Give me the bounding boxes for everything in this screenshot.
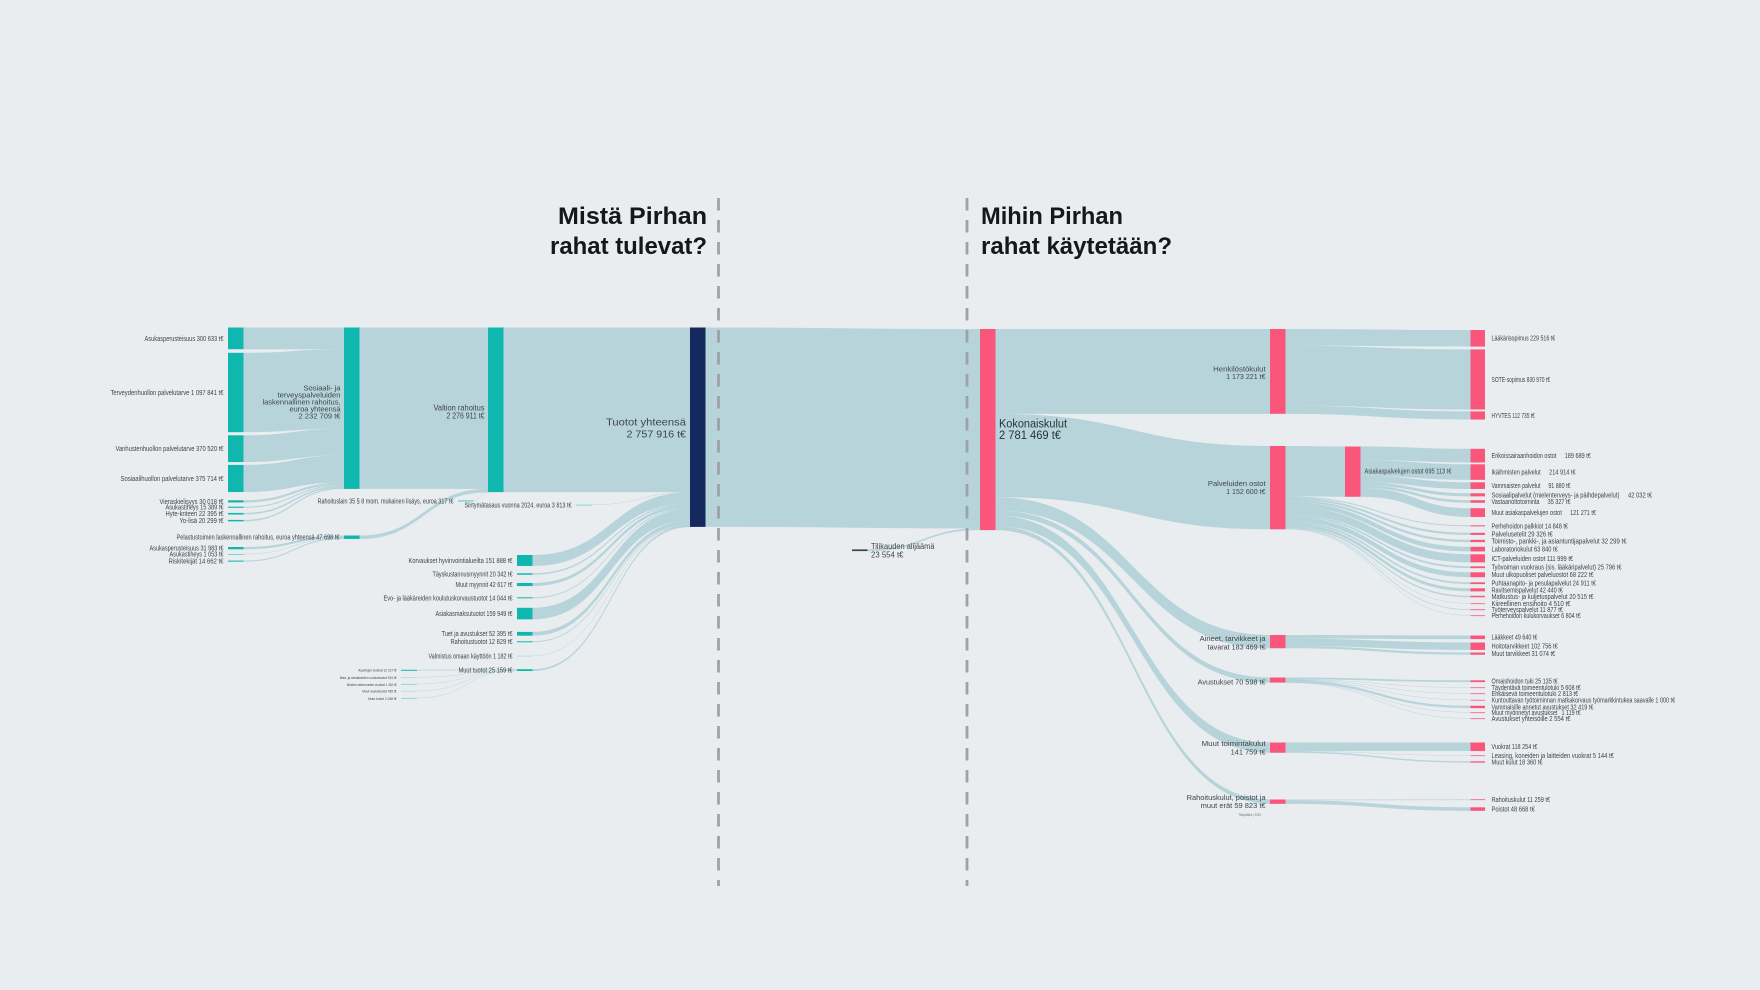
svg-text:Hyte-kriteeri 22 395 t€: Hyte-kriteeri 22 395 t€ <box>166 511 224 518</box>
svg-text:Tuet ja avustukset 52 395 t€: Tuet ja avustukset 52 395 t€ <box>442 631 513 638</box>
svg-text:Tilikauden alijäämä: Tilikauden alijäämä <box>871 542 935 551</box>
svg-text:Rahoituskulut, poistot ja: Rahoituskulut, poistot ja <box>1187 793 1267 802</box>
svg-text:ICT-palveluiden ostot 111 999: ICT-palveluiden ostot 111 999 t€ <box>1492 556 1574 563</box>
svg-text:2 232 709 t€: 2 232 709 t€ <box>299 411 341 420</box>
svg-text:laskennallinen rahoitus,: laskennallinen rahoitus, <box>263 398 341 407</box>
svg-text:Toimisto-, pankki-, ja asiantu: Toimisto-, pankki-, ja asiantuntijapalve… <box>1492 538 1627 545</box>
svg-text:Asiakaspalvelujen ostot 695 11: Asiakaspalvelujen ostot 695 113 t€ <box>1365 469 1452 476</box>
svg-text:Leasing, koneiden ja laitteide: Leasing, koneiden ja laitteiden vuokrat … <box>1492 753 1614 760</box>
svg-text:Muut tuotot 25 159 t€: Muut tuotot 25 159 t€ <box>459 668 513 675</box>
svg-text:1 173 221 t€: 1 173 221 t€ <box>1226 372 1266 381</box>
svg-text:2 757 916 t€: 2 757 916 t€ <box>627 430 687 441</box>
svg-text:euroa yhteensä: euroa yhteensä <box>290 404 341 413</box>
svg-text:Muut kulut 18 360 t€: Muut kulut 18 360 t€ <box>1492 759 1543 766</box>
svg-text:Vammaisten palvelut 91 880 t: Vammaisten palvelut 91 880 t€ <box>1492 483 1571 490</box>
svg-text:rahat tulevat?: rahat tulevat? <box>550 233 707 260</box>
svg-text:2 781 469 t€: 2 781 469 t€ <box>999 430 1062 442</box>
svg-text:Ehkäisevä toimeentulotuki 2 81: Ehkäisevä toimeentulotuki 2 813 t€ <box>1492 691 1579 698</box>
svg-text:Asuntojen vuokrat 12 157 t€: Asuntojen vuokrat 12 157 t€ <box>358 668 397 673</box>
svg-text:rahat käytetään?: rahat käytetään? <box>981 233 1172 260</box>
svg-text:2 276 911 t€: 2 276 911 t€ <box>447 412 485 421</box>
svg-text:terveyspalveluiden: terveyspalveluiden <box>278 391 341 400</box>
svg-text:Asukasperusteisuus 31 983 t€: Asukasperusteisuus 31 983 t€ <box>150 546 224 553</box>
svg-text:Puhtaanapito- ja pesulapalvelu: Puhtaanapito- ja pesulapalvelut 24 911 t… <box>1492 581 1597 588</box>
svg-text:Muiden rakennusten vuokrat 1 4: Muiden rakennusten vuokrat 1 432 t€ <box>347 682 397 687</box>
svg-text:Terveydenhuollon palvelutarve: Terveydenhuollon palvelutarve 1 097 841 … <box>111 390 224 397</box>
svg-text:Mistä Pirhan: Mistä Pirhan <box>558 203 707 230</box>
svg-text:1 152 600 t€: 1 152 600 t€ <box>1226 487 1266 496</box>
svg-text:Ikäihmisten palvelut 214 914: Ikäihmisten palvelut 214 914 t€ <box>1492 470 1576 477</box>
svg-text:Lääkärisopimus 229 516 t€: Lääkärisopimus 229 516 t€ <box>1492 336 1556 343</box>
svg-text:Rahoitustuotot 12 829 t€: Rahoitustuotot 12 829 t€ <box>451 639 513 646</box>
svg-text:Perhehoidon kulukorvaukset 6 8: Perhehoidon kulukorvaukset 6 804 t€ <box>1492 613 1581 620</box>
svg-text:Kokonaiskulut: Kokonaiskulut <box>999 418 1068 430</box>
svg-text:Täydentävä toimeentulotuki 5 6: Täydentävä toimeentulotuki 5 608 t€ <box>1492 685 1581 692</box>
svg-text:Poistot 48 668 t€: Poistot 48 668 t€ <box>1492 807 1535 814</box>
svg-text:Palvelusetelit 29 326 t€: Palvelusetelit 29 326 t€ <box>1492 531 1553 538</box>
svg-text:Vieraskielisyys 30 018 t€: Vieraskielisyys 30 018 t€ <box>160 499 224 506</box>
svg-text:Asiakasmaksutuotot 159 949 t€: Asiakasmaksutuotot 159 949 t€ <box>436 611 513 618</box>
svg-text:Kiireellinen ensihoito 4 510 t: Kiireellinen ensihoito 4 510 t€ <box>1492 601 1571 608</box>
svg-text:Hoitotarvikkeet 102 756 t€: Hoitotarvikkeet 102 756 t€ <box>1492 644 1558 651</box>
svg-text:Muut ulkopuoliset palveluostot: Muut ulkopuoliset palveluostot 68 222 t€ <box>1492 572 1594 579</box>
svg-text:Maa- ja vesialueiden vuokratuo: Maa- ja vesialueiden vuokratuotot 919 t€ <box>340 675 397 680</box>
svg-text:Korvaukset hyvinvointialueilta: Korvaukset hyvinvointialueilta 151 888 t… <box>409 558 513 565</box>
svg-text:tavarat 183 469 t€: tavarat 183 469 t€ <box>1208 642 1267 651</box>
svg-text:Perhehoidon palkkiot 14 848 t€: Perhehoidon palkkiot 14 848 t€ <box>1492 523 1569 530</box>
svg-text:Muut myynnit 42 617 t€: Muut myynnit 42 617 t€ <box>456 582 513 589</box>
svg-text:Aineet, tarvikkeet ja: Aineet, tarvikkeet ja <box>1200 634 1267 643</box>
svg-text:Matkustus- ja kuljetuspalvelut: Matkustus- ja kuljetuspalvelut 20 515 t€ <box>1492 594 1594 601</box>
svg-text:Vastaanottotoiminta 35 327 t: Vastaanottotoiminta 35 327 t€ <box>1492 499 1571 506</box>
svg-text:Täyskustannusmyynnit 20 342 t€: Täyskustannusmyynnit 20 342 t€ <box>433 572 513 579</box>
svg-text:Avustukset yhteisöille 2 554 t: Avustukset yhteisöille 2 554 t€ <box>1492 716 1571 723</box>
svg-text:Evo- ja lääkäreiden koulutusko: Evo- ja lääkäreiden koulutuskorvaustuoto… <box>384 595 513 602</box>
svg-text:Valmistus omaan käyttöön 1 182: Valmistus omaan käyttöön 1 182 t€ <box>429 654 513 661</box>
svg-text:Kuntouttavan työtoiminnan matk: Kuntouttavan työtoiminnan matkakorvaus t… <box>1492 698 1676 705</box>
svg-text:Siirtymätasaus vuonna 2024, eu: Siirtymätasaus vuonna 2024, euroa 3 813 … <box>465 503 572 510</box>
svg-text:141 759 t€: 141 759 t€ <box>1231 747 1267 756</box>
svg-text:Sosiaali- ja: Sosiaali- ja <box>304 384 341 393</box>
svg-text:Työterveyspalvelut 11 877 t€: Työterveyspalvelut 11 877 t€ <box>1492 607 1563 614</box>
svg-text:Muut tarvikkeet 31 074 t€: Muut tarvikkeet 31 074 t€ <box>1492 651 1556 658</box>
svg-text:Laboratoriokulut 63 840 t€: Laboratoriokulut 63 840 t€ <box>1492 547 1558 554</box>
svg-text:Tilinpäätös | 2023: Tilinpäätös | 2023 <box>1239 813 1262 817</box>
svg-text:Lääkkeet 49 640 t€: Lääkkeet 49 640 t€ <box>1492 635 1538 642</box>
svg-text:Asukasperusteisuus 300 633 t€: Asukasperusteisuus 300 633 t€ <box>145 336 224 343</box>
svg-text:Sosiaalihuollon palvelutarve 3: Sosiaalihuollon palvelutarve 375 714 t€ <box>121 476 224 483</box>
svg-text:Riskitekijät 14 662 t€: Riskitekijät 14 662 t€ <box>169 559 224 566</box>
svg-text:Pelastustoimen laskennallinen: Pelastustoimen laskennallinen rahoitus, … <box>177 535 340 542</box>
svg-text:Omaishoidon tuki 25 135 t€: Omaishoidon tuki 25 135 t€ <box>1492 679 1558 686</box>
svg-text:Muut asiakaspalvelujen ostot: Muut asiakaspalvelujen ostot 121 271 t€ <box>1492 510 1597 517</box>
svg-text:Avustukset 70 598 t€: Avustukset 70 598 t€ <box>1198 677 1267 686</box>
svg-text:Vanhustenhuollon palvelutarve: Vanhustenhuollon palvelutarve 370 520 t€ <box>116 446 224 453</box>
svg-text:Valtion rahoitus: Valtion rahoitus <box>434 404 485 413</box>
svg-text:Mihin Pirhan: Mihin Pirhan <box>981 203 1123 230</box>
svg-text:SOTE-sopimus 830 970 t€: SOTE-sopimus 830 970 t€ <box>1492 377 1551 384</box>
svg-text:Vammaisille annetut avustukset: Vammaisille annetut avustukset 32 419 t€ <box>1492 704 1594 711</box>
svg-text:Rahoituskulut 11 259 t€: Rahoituskulut 11 259 t€ <box>1492 797 1551 804</box>
svg-text:Palveluiden ostot: Palveluiden ostot <box>1208 479 1267 488</box>
svg-text:Sosiaalipalvelut (mielentervey: Sosiaalipalvelut (mielenterveys- ja päih… <box>1492 492 1653 499</box>
svg-text:HYVTES 112 735 t€: HYVTES 112 735 t€ <box>1492 413 1535 420</box>
svg-text:Muut tuotot 2 038 t€: Muut tuotot 2 038 t€ <box>368 696 397 701</box>
svg-text:Työvoiman vuokraus (sis. lääkä: Työvoiman vuokraus (sis. lääkäripalvelut… <box>1492 565 1622 572</box>
svg-text:Ravitsemispalvelut 42 440 t€: Ravitsemispalvelut 42 440 t€ <box>1492 587 1563 594</box>
svg-text:Asukastiheys 1 053 t€: Asukastiheys 1 053 t€ <box>170 552 224 559</box>
svg-text:Yo-lisä 20 299 t€: Yo-lisä 20 299 t€ <box>180 518 224 525</box>
svg-text:Tuotot yhteensä: Tuotot yhteensä <box>606 418 686 429</box>
svg-text:Muut toimintakulut: Muut toimintakulut <box>1202 739 1267 748</box>
svg-text:Asukastiheys 15 389 t€: Asukastiheys 15 389 t€ <box>166 505 224 512</box>
svg-text:23 554 t€: 23 554 t€ <box>871 550 904 559</box>
svg-text:Erikoissairaanhoidon ostot 1: Erikoissairaanhoidon ostot 189 689 t€ <box>1492 453 1591 460</box>
svg-text:Muut myönnetyt avustukset 1 1: Muut myönnetyt avustukset 1 119 t€ <box>1492 710 1581 717</box>
svg-text:Muut vuokratuotot 465 t€: Muut vuokratuotot 465 t€ <box>362 689 397 694</box>
svg-text:Henkilöstökulut: Henkilöstökulut <box>1213 365 1266 374</box>
svg-text:Vuokrat 118 254 t€: Vuokrat 118 254 t€ <box>1492 744 1538 751</box>
svg-text:muut erät 59 823 t€: muut erät 59 823 t€ <box>1201 801 1267 810</box>
svg-text:Rahoituslain 35 § 8 mom. mukai: Rahoituslain 35 § 8 mom. mukainen lisäys… <box>318 498 454 505</box>
